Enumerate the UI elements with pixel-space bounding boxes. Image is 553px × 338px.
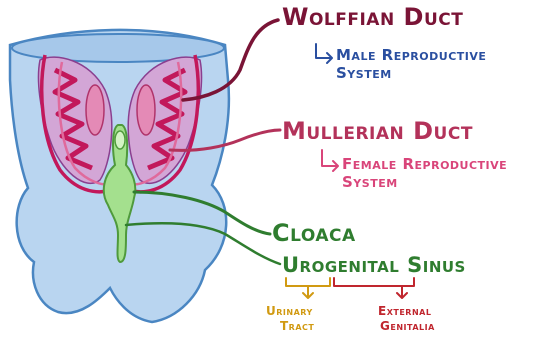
male-reproductive-line1: Male Reproductive xyxy=(336,46,486,64)
urinary-line2: Tract xyxy=(280,319,314,333)
female-reproductive-line2: System xyxy=(342,173,398,191)
wolffian-duct-title: Wolffian Duct xyxy=(282,3,463,31)
urinary-line1: Urinary xyxy=(266,304,313,318)
male-arrow xyxy=(316,44,332,63)
genital-part: genital xyxy=(325,253,399,277)
right-gonad xyxy=(137,85,155,135)
uro-bracket xyxy=(286,278,330,298)
male-reproductive-line2: System xyxy=(336,64,392,82)
uro-part: Uro xyxy=(282,253,325,277)
external-line1: External xyxy=(378,304,431,318)
left-gonad xyxy=(86,85,104,135)
female-reproductive-line1: Female Reproductive xyxy=(342,155,507,173)
external-line2: Genitalia xyxy=(380,319,435,333)
sinus-part: Sinus xyxy=(399,253,466,277)
mullerian-duct-title: Mullerian Duct xyxy=(282,117,473,145)
cloaca-top xyxy=(115,131,125,149)
urogenital-sinus-label: Urogenital Sinus xyxy=(282,253,466,277)
female-arrow xyxy=(322,150,338,171)
cloaca-label: Cloaca xyxy=(272,219,356,247)
genital-bracket xyxy=(334,278,414,298)
